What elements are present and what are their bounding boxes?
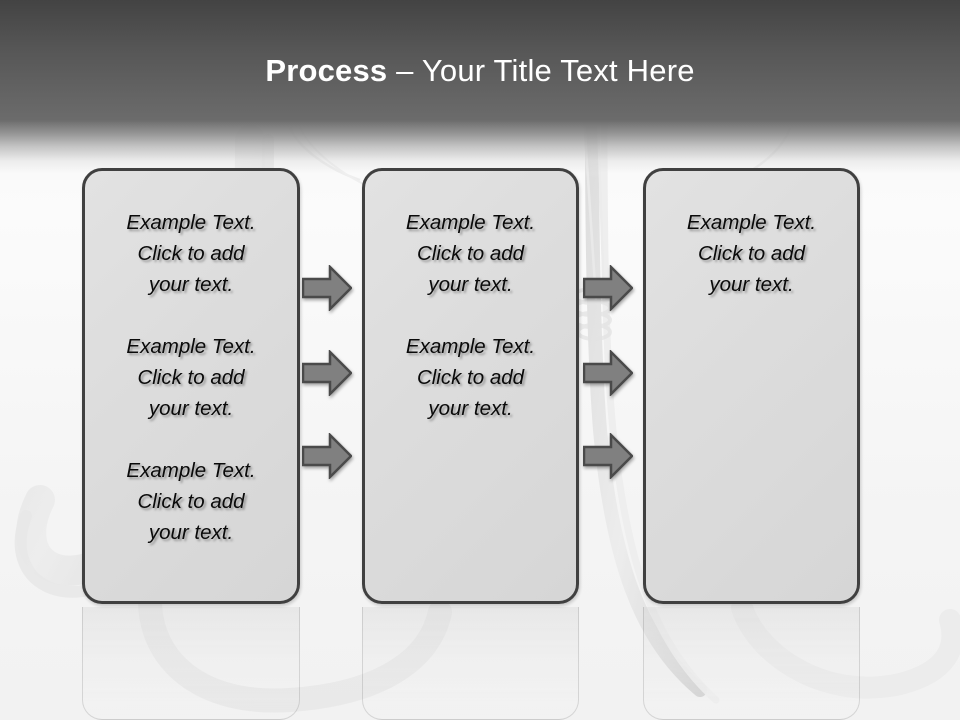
process-box-1[interactable]: Example Text. Click to add your text. Ex… [82,168,300,604]
slide-title: Process – Your Title Text Here [0,52,960,90]
process-box-1-paragraph-1[interactable]: Example Text. Click to add your text. [126,211,256,296]
process-box-2-paragraph-2[interactable]: Example Text. Click to add your text. [405,335,536,420]
header-band [0,0,960,122]
process-box-2[interactable]: Example Text. Click to add your text. Ex… [362,168,579,604]
right-arrow-icon [302,350,352,396]
process-box-3-paragraph-1[interactable]: Example Text. Click to add your text. [686,211,817,296]
process-box-2-paragraph-1[interactable]: Example Text. Click to add your text. [405,211,536,296]
slide-title-strong: Process [265,53,388,88]
right-arrow-icon [583,265,633,311]
process-box-1-paragraph-3[interactable]: Example Text. Click to add your text. [126,459,256,544]
process-box-2-reflection [362,607,579,720]
process-box-1-content: Example Text. Click to add your text. Ex… [95,207,287,548]
right-arrow-icon [583,350,633,396]
process-box-1-reflection [82,607,300,720]
process-box-1-paragraph-2[interactable]: Example Text. Click to add your text. [126,335,256,420]
process-box-3-content: Example Text. Click to add your text. [656,207,847,300]
slide-title-rest: – Your Title Text Here [387,53,695,88]
right-arrow-icon [583,433,633,479]
right-arrow-icon [302,265,352,311]
right-arrow-icon [302,433,352,479]
process-box-3-reflection [643,607,860,720]
process-box-3[interactable]: Example Text. Click to add your text. [643,168,860,604]
process-box-2-content: Example Text. Click to add your text. Ex… [375,207,566,424]
